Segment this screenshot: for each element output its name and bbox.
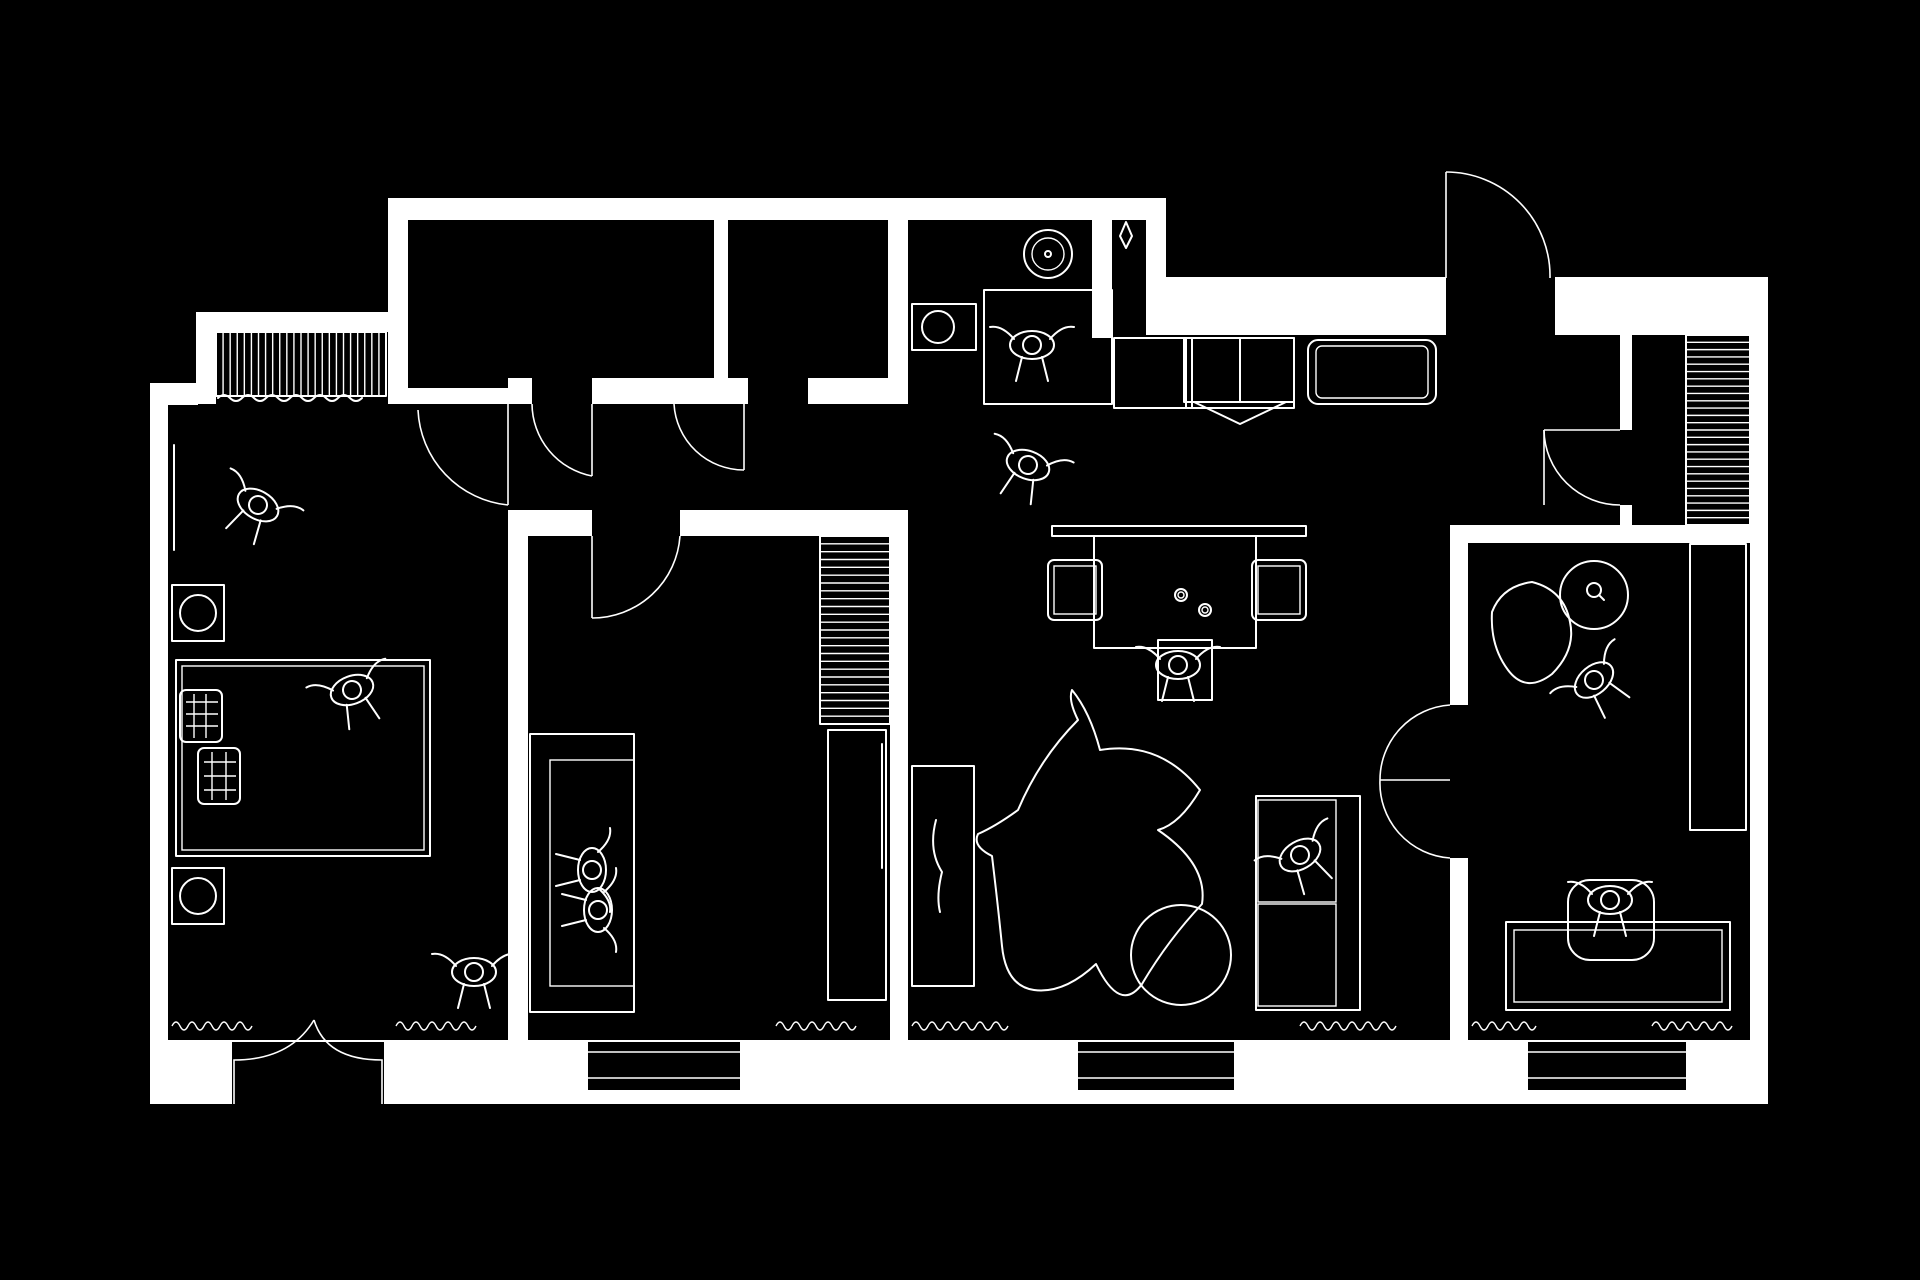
floor-radiators: [171, 1021, 1733, 1031]
chair: [1047, 559, 1103, 621]
bedroom: [171, 444, 431, 925]
walls: [150, 198, 1768, 1104]
kitchen-counter: [1113, 337, 1193, 409]
person-icon: [993, 432, 1075, 506]
bathroom: [911, 221, 1133, 405]
person-icon: [555, 827, 612, 913]
door-icon: [1445, 171, 1551, 279]
door-icon: [417, 404, 509, 506]
living-room: [529, 729, 887, 1013]
person-icon: [989, 325, 1075, 382]
door-icon: [233, 1019, 383, 1104]
plant-icon: [217, 394, 363, 402]
window-icon: [588, 1042, 740, 1090]
desk: [1505, 921, 1731, 1011]
window-icon: [1078, 1042, 1234, 1090]
person-icon: [1567, 880, 1653, 937]
rug: [975, 689, 1204, 997]
bathtub: [983, 289, 1113, 405]
nightstand: [171, 867, 225, 925]
door-icon: [1379, 704, 1451, 859]
person-icon: [1549, 638, 1631, 719]
wardrobe: [827, 729, 887, 1001]
pillow: [197, 747, 241, 805]
person-icon: [1253, 817, 1333, 896]
chair: [1251, 559, 1307, 621]
toilet: [911, 303, 977, 351]
door-icon: [531, 403, 593, 477]
people: [225, 325, 1653, 1009]
desk-chair: [1567, 879, 1655, 961]
person-icon: [1135, 645, 1221, 702]
window-icon: [1528, 1042, 1686, 1090]
windows: [588, 1051, 1686, 1079]
bed: [175, 659, 431, 857]
sofa: [1255, 795, 1361, 1011]
person-icon: [305, 657, 387, 731]
dining-table: [1093, 535, 1257, 649]
bookshelf: [1689, 543, 1747, 831]
nightstand: [171, 584, 225, 642]
radiators: [215, 331, 1751, 725]
tv-console: [911, 765, 975, 987]
search-icon: [1586, 582, 1602, 598]
person-icon: [225, 467, 305, 546]
person-icon: [431, 952, 517, 1009]
round-table: [1130, 904, 1232, 1006]
balcony-door-opening: [232, 1042, 384, 1104]
study: [1490, 543, 1747, 1011]
pillow: [179, 689, 223, 743]
door-icon: [591, 535, 681, 619]
door-icon: [673, 403, 745, 471]
doors: [233, 171, 1621, 1104]
door-icon: [1543, 429, 1621, 506]
sink: [1023, 229, 1073, 279]
side-table: [1559, 560, 1629, 630]
lounge-chair: [1490, 581, 1573, 684]
person-icon: [561, 867, 618, 953]
cooktop: [1307, 339, 1437, 405]
